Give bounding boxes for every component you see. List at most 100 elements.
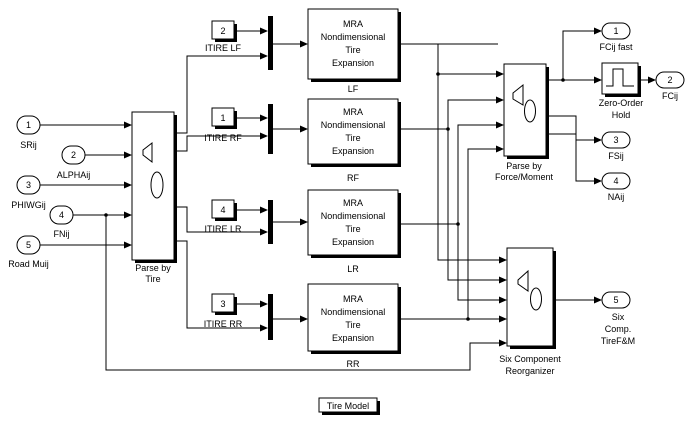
constant-label: ITIRE RR bbox=[204, 319, 243, 329]
mux-bar-lr[interactable] bbox=[268, 200, 273, 244]
inport-3[interactable]: 3 PHIWGij bbox=[11, 175, 46, 210]
mra-block-lr[interactable]: MRA Nondimensional Tire Expansion LR bbox=[307, 189, 401, 274]
arrowhead bbox=[124, 211, 132, 219]
arrowhead bbox=[300, 218, 308, 226]
mra-box[interactable] bbox=[307, 189, 399, 256]
six-component-reorganizer-block[interactable]: Six Component Reorganizer bbox=[499, 247, 561, 376]
wire-out-fcij-fast[interactable] bbox=[546, 30, 596, 81]
constant-itire-rf[interactable]: 1 ITIRE RF bbox=[204, 107, 242, 143]
mra-text: Expansion bbox=[332, 146, 374, 156]
inport-2[interactable]: 2 ALPHAij bbox=[57, 145, 91, 180]
inport-number: 5 bbox=[26, 240, 31, 250]
wire-fnij-branch[interactable] bbox=[105, 215, 501, 371]
mra-text: Nondimensional bbox=[321, 32, 386, 42]
mra-box[interactable] bbox=[307, 283, 399, 352]
parse-by-force-moment-block[interactable]: Parse by Force/Moment bbox=[495, 63, 554, 182]
outport-number: 3 bbox=[613, 135, 618, 145]
outport-4[interactable]: 4 NAij bbox=[601, 172, 631, 202]
outport-1[interactable]: 1 FCij fast bbox=[599, 22, 633, 52]
zero-order-hold-block[interactable]: Zero-Order Hold bbox=[599, 62, 644, 120]
arrowhead bbox=[594, 27, 602, 35]
arrowhead bbox=[260, 228, 268, 236]
inport-oval[interactable] bbox=[16, 175, 41, 195]
mra-block-rr[interactable]: MRA Nondimensional Tire Expansion RR bbox=[307, 283, 401, 369]
mra-text: Nondimensional bbox=[321, 120, 386, 130]
arrowhead bbox=[124, 241, 132, 249]
inport-oval[interactable] bbox=[49, 205, 74, 225]
outport-5[interactable]: 5 Six Comp. TireF&M bbox=[601, 291, 635, 346]
mra-text: Nondimensional bbox=[321, 307, 386, 317]
mra-box[interactable] bbox=[307, 8, 399, 80]
constant-value: 2 bbox=[220, 26, 225, 36]
block-label: Zero-Order bbox=[599, 98, 644, 108]
outport-oval[interactable] bbox=[655, 71, 685, 89]
junction-dot bbox=[436, 72, 440, 76]
constant-itire-lf[interactable]: 2 ITIRE LF bbox=[205, 20, 242, 53]
constant-value: 3 bbox=[220, 299, 225, 309]
outport-oval[interactable] bbox=[601, 291, 631, 309]
inport-oval[interactable] bbox=[16, 235, 41, 255]
junction-dot bbox=[561, 78, 565, 82]
six-comp-box[interactable] bbox=[506, 247, 554, 347]
constant-value: 1 bbox=[220, 113, 225, 123]
wire-lr-force[interactable] bbox=[398, 124, 498, 225]
wire-rf-six[interactable] bbox=[447, 129, 501, 281]
mux-bar-rr[interactable] bbox=[268, 294, 273, 340]
constant-label: ITIRE LF bbox=[205, 43, 242, 53]
constant-itire-rr[interactable]: 3 ITIRE RR bbox=[204, 293, 243, 329]
inport-oval[interactable] bbox=[16, 115, 41, 135]
mra-text: MRA bbox=[343, 198, 363, 208]
outport-oval[interactable] bbox=[601, 131, 631, 149]
model-title-box[interactable] bbox=[318, 397, 378, 413]
mra-box[interactable] bbox=[307, 98, 399, 165]
arrowhead bbox=[300, 125, 308, 133]
arrowhead bbox=[594, 136, 602, 144]
wire-out-naij[interactable] bbox=[546, 133, 596, 182]
constant-box[interactable] bbox=[211, 20, 235, 40]
parse-by-tire-block[interactable]: Parse by Tire bbox=[131, 111, 177, 284]
arrowhead bbox=[594, 296, 602, 304]
constant-box[interactable] bbox=[211, 199, 235, 219]
mra-block-rf[interactable]: MRA Nondimensional Tire Expansion RF bbox=[307, 98, 401, 183]
mra-block-lf[interactable]: MRA Nondimensional Tire Expansion LF bbox=[307, 8, 401, 94]
arrowhead bbox=[499, 339, 507, 347]
mra-text: MRA bbox=[343, 107, 363, 117]
zoh-box[interactable] bbox=[601, 62, 639, 95]
constant-box[interactable] bbox=[211, 293, 235, 313]
inport-1[interactable]: 1 SRij bbox=[16, 115, 41, 150]
mra-text: MRA bbox=[343, 19, 363, 29]
outport-oval[interactable] bbox=[601, 22, 631, 40]
wire-rr-force[interactable] bbox=[398, 148, 498, 320]
mra-text: MRA bbox=[343, 294, 363, 304]
inport-5[interactable]: 5 Road Muij bbox=[8, 235, 49, 269]
wire-tire-lf[interactable] bbox=[174, 55, 262, 134]
wire-rf-force[interactable] bbox=[398, 99, 498, 130]
wire-tire-lr[interactable] bbox=[174, 206, 262, 233]
constant-box[interactable] bbox=[211, 107, 235, 127]
block-label: Reorganizer bbox=[505, 366, 554, 376]
mux-bar-lf[interactable] bbox=[268, 16, 273, 70]
wire-tire-rf[interactable] bbox=[174, 135, 262, 152]
wire-tire-rr[interactable] bbox=[174, 240, 262, 329]
demux-icon bbox=[517, 269, 529, 292]
model-title-annotation[interactable]: Tire Model bbox=[318, 397, 380, 415]
inport-number: 3 bbox=[26, 180, 31, 190]
outport-2[interactable]: 2 FCij bbox=[655, 71, 685, 101]
arrowhead bbox=[124, 181, 132, 189]
inport-oval[interactable] bbox=[61, 145, 86, 165]
junctions bbox=[104, 72, 565, 321]
wire-lf-six[interactable] bbox=[437, 44, 501, 261]
arrowhead bbox=[260, 324, 268, 332]
mux-bar-rf[interactable] bbox=[268, 104, 273, 154]
outport-label: FCij fast bbox=[599, 42, 633, 52]
wire-lr-six[interactable] bbox=[457, 224, 501, 301]
constant-itire-lr[interactable]: 4 ITIRE LR bbox=[204, 199, 242, 234]
inport-4[interactable]: 4 FNij bbox=[49, 205, 74, 239]
outport-oval[interactable] bbox=[601, 172, 631, 190]
inport-label: SRij bbox=[20, 140, 37, 150]
outport-label: FCij bbox=[662, 91, 678, 101]
wire-out-fsij[interactable] bbox=[546, 115, 596, 141]
outport-3[interactable]: 3 FSij bbox=[601, 131, 631, 161]
parse-by-tire-box[interactable] bbox=[131, 111, 175, 261]
arrowhead bbox=[496, 70, 504, 78]
